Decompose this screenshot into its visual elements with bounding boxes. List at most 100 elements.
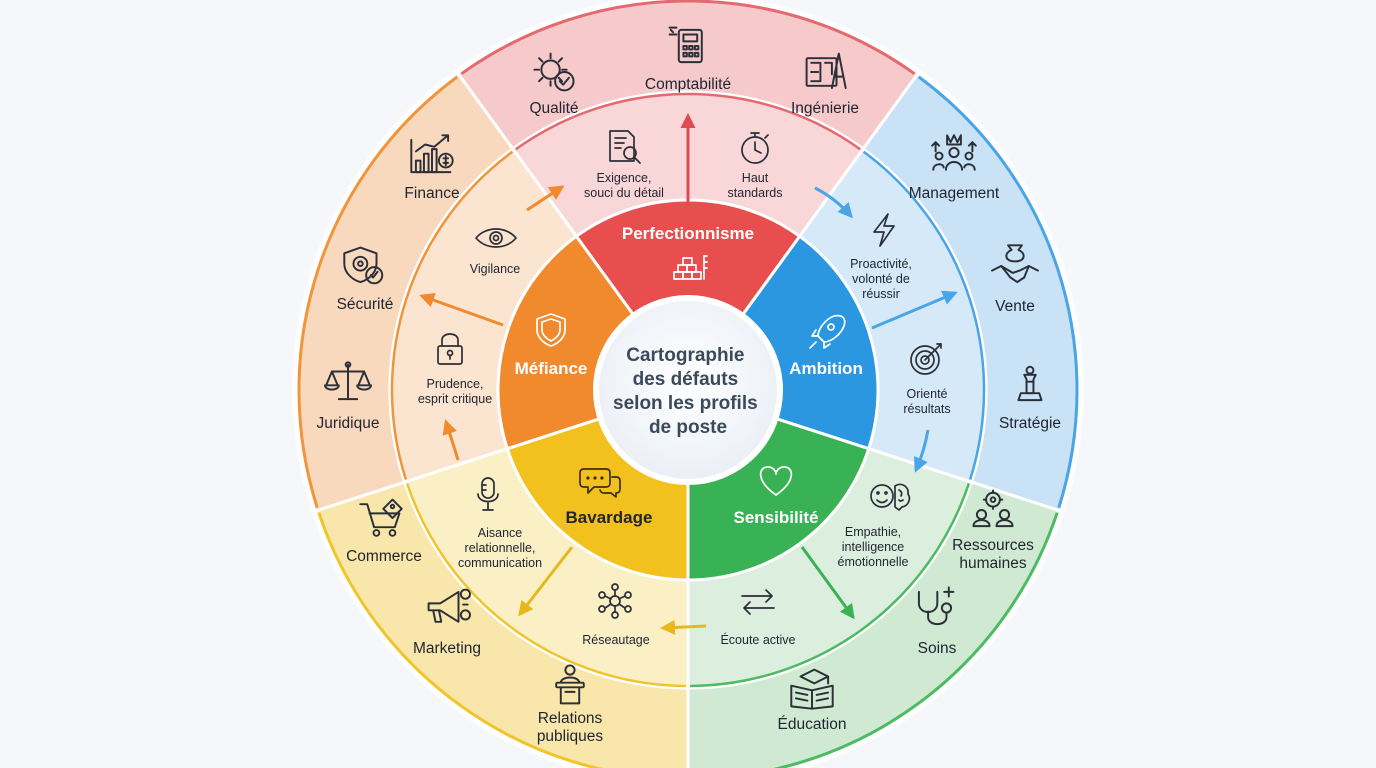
arrow-vigilance-to-exigence bbox=[526, 185, 565, 212]
profession-label-14-line-1: Sécurité bbox=[337, 296, 394, 313]
arrow-bavardage-to-marketing bbox=[518, 546, 574, 617]
arrow-up-to-prudence bbox=[442, 419, 460, 461]
profession-label-2: Comptabilité bbox=[645, 76, 731, 93]
center-title-line-3: selon les profils bbox=[613, 393, 758, 414]
defect-label-mefiance: Méfiance bbox=[515, 359, 588, 378]
middle-rim-sensibilite bbox=[690, 483, 971, 688]
quality-label-6: Écoute active bbox=[720, 632, 795, 647]
quality-label-9-line-1: Prudence, bbox=[427, 377, 484, 391]
quality-label-5-line-1: Empathie, bbox=[845, 525, 901, 539]
smile-brain-icon bbox=[870, 483, 911, 511]
quality-label-9-line-2: esprit critique bbox=[418, 392, 492, 406]
shield-check-icon bbox=[343, 246, 384, 285]
lightning-icon bbox=[873, 213, 895, 247]
defect-label-bavardage: Bavardage bbox=[566, 508, 653, 527]
profession-label-13-line-1: Juridique bbox=[317, 415, 380, 432]
profession-label-8-line-1: Soins bbox=[918, 640, 957, 657]
rocket-icon bbox=[809, 314, 846, 349]
quality-label-1-line-2: souci du détail bbox=[584, 186, 664, 200]
profession-label-3-line-1: Ingénierie bbox=[791, 100, 859, 117]
outer-rim-sensibilite bbox=[773, 512, 1059, 768]
profession-label-12: Commerce bbox=[346, 548, 422, 565]
quality-label-2-line-2: standards bbox=[728, 186, 783, 200]
profession-label-6: Stratégie bbox=[999, 415, 1061, 432]
middle-rim-perfectionnisme bbox=[514, 92, 862, 151]
profession-label-5-line-1: Vente bbox=[995, 298, 1035, 315]
microphone-icon bbox=[477, 477, 499, 511]
center-title-line-4: de poste bbox=[649, 417, 727, 438]
arrow-ecoute-to-reseautage bbox=[660, 619, 707, 635]
calculator-icon bbox=[668, 26, 703, 64]
quality-label-9: Prudence,esprit critique bbox=[418, 377, 492, 406]
profession-label-8: Soins bbox=[918, 640, 957, 657]
quality-label-8-line-3: communication bbox=[458, 556, 542, 570]
profession-label-10-line-1: Relations bbox=[538, 710, 603, 727]
exchange-arrows-icon bbox=[741, 589, 775, 615]
profession-label-11-line-1: Marketing bbox=[413, 640, 481, 657]
quality-label-3-line-1: Proactivité, bbox=[850, 257, 912, 271]
profession-label-3: Ingénierie bbox=[791, 100, 859, 117]
outer-rim-bavardage bbox=[317, 512, 603, 768]
profession-label-1-line-1: Qualité bbox=[529, 100, 578, 117]
profession-label-12-line-1: Commerce bbox=[346, 548, 422, 565]
handshake-money-icon bbox=[991, 244, 1039, 284]
arrow-ambition-to-vente bbox=[871, 290, 958, 330]
heart-icon bbox=[759, 466, 793, 496]
quality-label-10-line-1: Vigilance bbox=[470, 262, 521, 276]
quality-label-8-line-2: relationnelle, bbox=[465, 541, 536, 555]
outer-rim-perfectionnisme bbox=[460, 0, 916, 75]
profession-label-5: Vente bbox=[995, 298, 1035, 315]
arrow-standards-to-ambition bbox=[814, 186, 853, 219]
quality-label-7: Réseautage bbox=[582, 633, 649, 647]
arrow-sensibilite-to-soins bbox=[800, 546, 855, 620]
people-gear-icon bbox=[972, 489, 1014, 528]
profession-label-15-line-1: Finance bbox=[404, 185, 459, 202]
chart-coins-icon bbox=[410, 134, 454, 174]
quality-label-6-line-1: Écoute active bbox=[720, 632, 795, 647]
profession-label-7-line-1: Ressources bbox=[952, 537, 1034, 554]
profession-label-4-line-1: Management bbox=[909, 185, 1000, 202]
book-cap-icon bbox=[790, 668, 834, 710]
center-title-line-2: des défauts bbox=[633, 369, 739, 390]
stacked-bricks-icon bbox=[673, 255, 708, 280]
profession-label-1: Qualité bbox=[529, 100, 578, 117]
network-icon bbox=[598, 583, 632, 619]
middle-rim-bavardage bbox=[405, 483, 686, 688]
megaphone-icon bbox=[427, 588, 471, 623]
quality-label-3-line-2: volonté de bbox=[852, 272, 910, 286]
profession-label-13: Juridique bbox=[317, 415, 380, 432]
team-crown-icon bbox=[931, 134, 977, 171]
outer-rim-ambition bbox=[917, 75, 1079, 509]
profession-label-15: Finance bbox=[404, 185, 459, 202]
blueprint-icon bbox=[805, 52, 847, 90]
gear-check-icon bbox=[533, 52, 575, 92]
quality-label-7-line-1: Réseautage bbox=[582, 633, 649, 647]
profession-label-9: Éducation bbox=[778, 716, 847, 733]
quality-label-8-line-1: Aisance bbox=[478, 526, 523, 540]
document-search-icon bbox=[609, 130, 641, 164]
profession-label-10-line-2: publiques bbox=[537, 728, 604, 745]
profession-label-2-line-1: Comptabilité bbox=[645, 76, 731, 93]
quality-label-10: Vigilance bbox=[470, 262, 521, 276]
defect-label-ambition: Ambition bbox=[789, 359, 863, 378]
shield-icon bbox=[536, 313, 566, 347]
scales-icon bbox=[324, 361, 372, 401]
lock-icon bbox=[437, 333, 463, 365]
middle-rim-mefiance bbox=[390, 150, 514, 480]
stethoscope-icon bbox=[917, 586, 955, 626]
center-hub: Cartographie des défauts selon les profi… bbox=[593, 295, 783, 485]
target-icon bbox=[910, 343, 942, 375]
chess-piece-icon bbox=[1017, 365, 1043, 402]
quality-label-4-line-1: Orienté bbox=[907, 387, 948, 401]
middle-rim-ambition bbox=[862, 150, 986, 480]
profession-label-4: Management bbox=[909, 185, 1000, 202]
profession-label-14: Sécurité bbox=[337, 296, 394, 313]
